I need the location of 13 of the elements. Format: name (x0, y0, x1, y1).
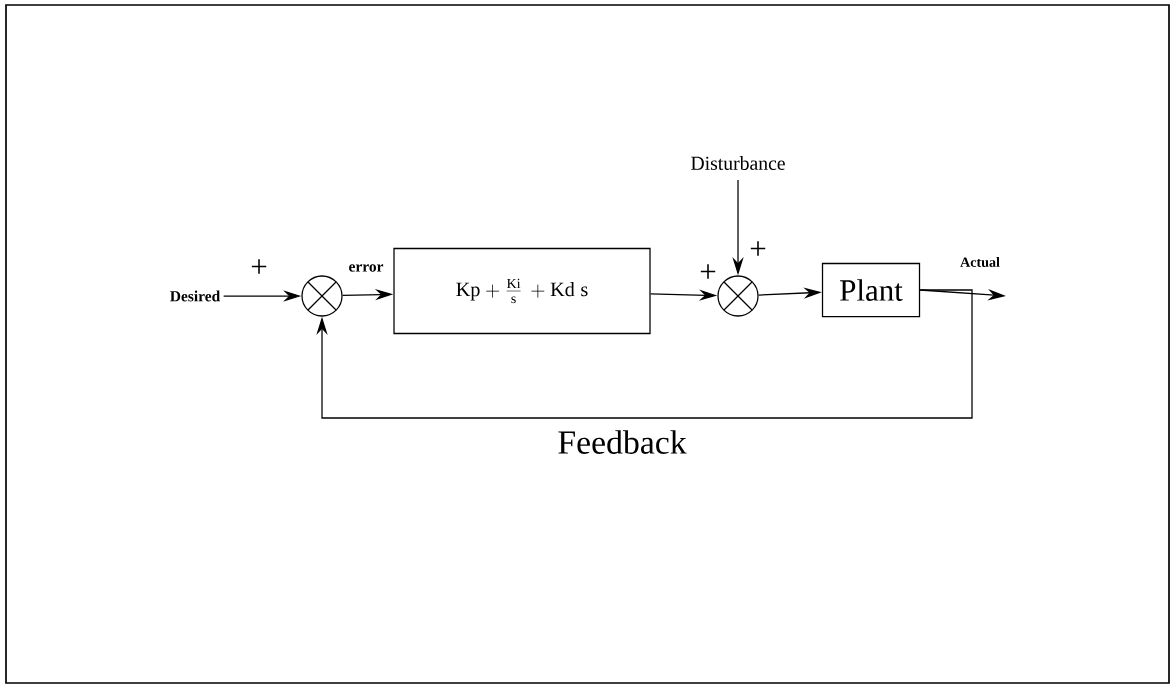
edge-label: Feedback (555, 428, 689, 456)
sign-label: + (750, 241, 766, 256)
transfer-function-box: $\mathrm{Kp}+\frac{\mathrm{Ki}}{\mathrm{s}}\,+\mathrm{Kd}\;\mathrm{s}$ (393, 247, 651, 335)
summing-junction (301, 275, 343, 317)
signal-label: Disturbance (691, 156, 785, 170)
edge-label: error (347, 262, 385, 274)
sign-label: + (700, 264, 716, 279)
edge-label: Actual (958, 255, 1002, 269)
signal-label: Desired (170, 290, 221, 302)
plant-box: Plant (821, 262, 921, 318)
summing-junction (717, 275, 759, 317)
feedback-arrow (316, 289, 973, 419)
sign-label: + (251, 259, 267, 274)
